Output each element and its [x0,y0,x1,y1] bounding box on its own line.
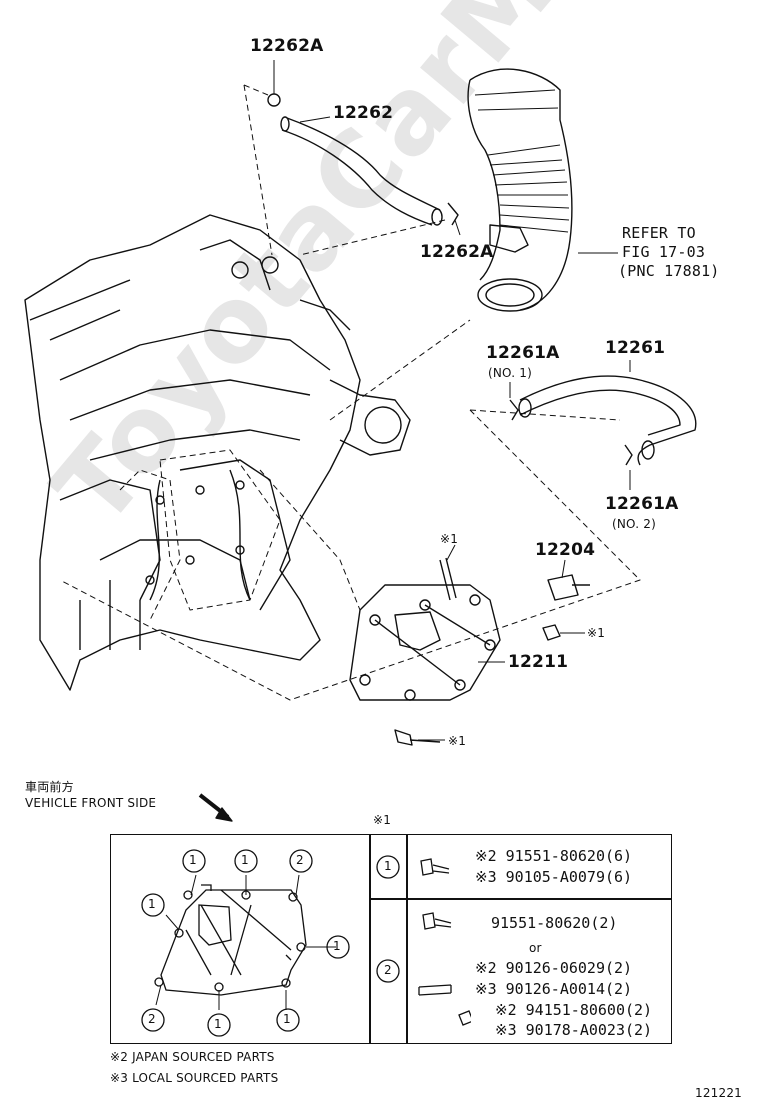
refer-line3: (PNC 17881) [618,262,720,280]
fastener-table: ※1 1 1 2 [110,813,672,1044]
plate-detail-view [141,849,350,1037]
row2-part-a: 91551-80620(2) [491,914,618,932]
row1-index: 1 [384,859,392,873]
callout-12262A-top: 12262A [250,36,324,56]
row2-part-e: ※3 90178-A0023(2) [495,1021,653,1039]
row-index-circles [376,855,400,983]
fastener-icons [418,858,471,1026]
row2-part-d: ※2 94151-80600(2) [495,1001,653,1019]
note-mark-nut: ※1 [587,626,606,640]
row2-index: 2 [384,963,392,977]
front-label-jp: 車両前方 [25,780,74,794]
callout-12261: 12261 [605,338,666,358]
plate-num-7: 2 [148,1012,156,1026]
table-header-mark: ※1 [373,813,392,827]
row2-or: or [529,941,542,955]
note-mark-bolt: ※1 [448,734,467,748]
plate-num-5: 1 [333,939,341,953]
callout-12261A-no2: 12261A [605,494,679,514]
figure-id: 121221 [695,1086,743,1100]
footnote-local: ※3 LOCAL SOURCED PARTS [110,1071,279,1085]
callout-12261A-no2-sub: (NO. 2) [612,517,656,531]
refer-line1: REFER TO [622,224,696,242]
row2-part-b: ※2 90126-06029(2) [475,959,633,977]
row1-part-b: ※3 90105-A0079(6) [475,868,633,886]
plate-num-3: 2 [296,853,304,867]
callout-12261A-no1: 12261A [486,343,560,363]
refer-line2: FIG 17-03 [622,243,706,261]
note-mark-stud: ※1 [440,532,459,546]
callout-12262A-mid: 12262A [420,242,494,262]
callout-12204: 12204 [535,540,596,560]
plate-num-4: 1 [148,897,156,911]
callout-12262: 12262 [333,103,394,123]
plate-num-1: 1 [189,853,197,867]
row2-part-c: ※3 90126-A0014(2) [475,980,633,998]
plate-num-6: 1 [214,1017,222,1031]
callout-12261A-no1-sub: (NO. 1) [488,366,532,380]
plate-num-8: 1 [283,1012,291,1026]
row1-part-a: ※2 91551-80620(6) [475,847,633,865]
footnote-japan: ※2 JAPAN SOURCED PARTS [110,1050,275,1064]
plate-num-2: 1 [241,853,249,867]
front-label-en: VEHICLE FRONT SIDE [25,796,157,810]
callout-12211: 12211 [508,652,569,672]
